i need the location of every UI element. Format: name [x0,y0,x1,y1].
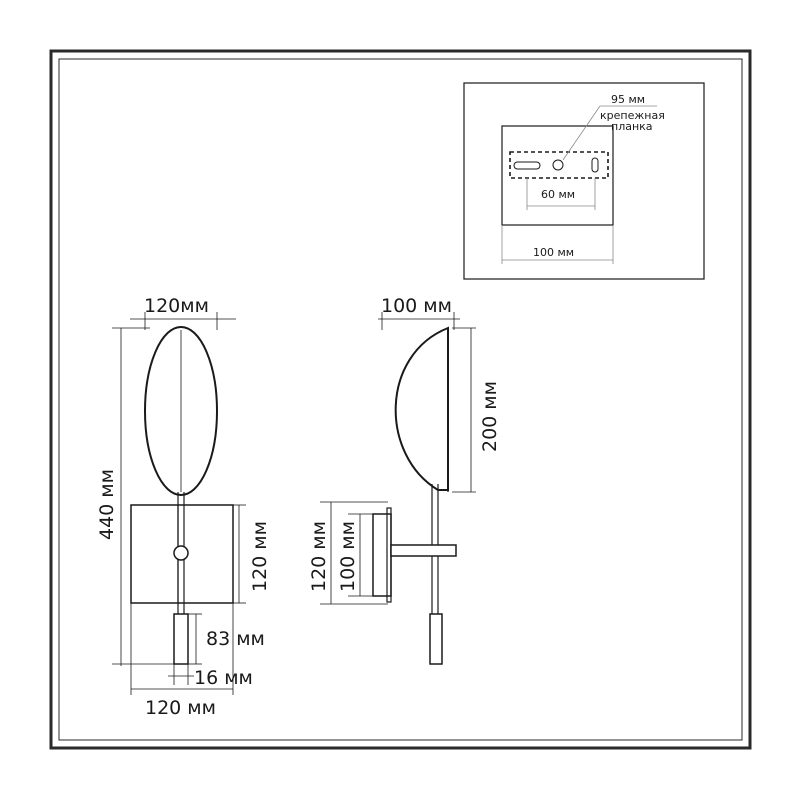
shade-height-label: 200 мм [479,381,501,452]
front-width-top-label: 120мм [144,295,209,317]
mount-detail: 95 мм крепежная планка 60 мм 100 мм [463,82,705,280]
front-wall-plate [130,504,234,604]
front-height-label: 440 мм [96,469,118,540]
slot-right [591,157,599,173]
front-base-height-label: 120 мм [249,521,271,592]
side-handle [429,613,443,665]
hole-spacing-label: 60 мм [541,188,575,201]
front-handle [173,613,189,665]
side-arm [390,544,457,557]
side-view: 100 мм 200 мм 120 мм 100 мм [308,295,501,665]
mount-detail-frame [463,82,705,280]
plate-length-label: 95 мм [611,93,645,106]
mount-base-plate [501,125,614,226]
slot-left [513,161,541,170]
side-base-height-label: 120 мм [308,521,330,592]
outer-frame [49,49,752,750]
front-view: 120мм 440 мм 120 мм 83 мм 16 мм 120 мм [96,295,271,719]
handle-length-label: 83 мм [206,628,265,650]
side-shade [394,326,449,491]
plate-name-line2: планка [611,120,653,133]
side-depth-label: 100 мм [381,295,452,317]
front-joint [173,545,189,561]
plate-name-line1: крепежная [600,109,665,122]
side-wall-plate [372,513,392,597]
handle-diameter-label: 16 мм [194,667,253,689]
front-width-bottom-label: 120 мм [145,697,216,719]
base-width-label: 100 мм [533,246,574,259]
center-hole [552,159,564,171]
front-shade [144,326,218,496]
mounting-bar [509,151,609,179]
plate-height-label: 100 мм [337,521,359,592]
inner-frame [58,58,743,741]
